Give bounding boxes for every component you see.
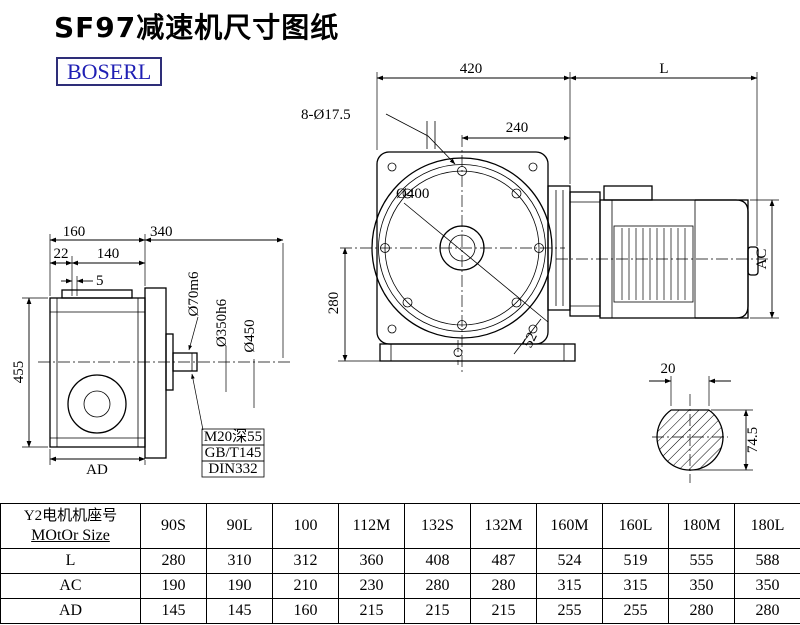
dim-AC-label: AC (754, 249, 770, 270)
motor-fins (621, 228, 686, 300)
dim-280-label: 280 (326, 292, 342, 315)
value-cell: 312 (272, 548, 339, 574)
value-cell: 215 (338, 598, 405, 624)
dim-420-label: 420 (460, 61, 483, 77)
value-cell: 280 (470, 573, 537, 599)
tap-note: M20深55 GB/T145 DIN332 (201, 428, 265, 478)
dim-400-label: Ø400 (396, 186, 429, 202)
table-row-AC: AC 190 190 210 230 280 280 315 315 350 3… (0, 573, 800, 599)
header-line-cn: Y2电机机座号 (23, 508, 118, 524)
rear-cap (747, 246, 759, 276)
size-cell: 180L (734, 503, 800, 549)
terminal-box (603, 185, 653, 201)
size-cell: 100 (272, 503, 339, 549)
value-cell: 215 (470, 598, 537, 624)
technical-drawing: 160 340 22 140 5 455 AD Ø70m6 Ø350h6 Ø45… (11, 61, 779, 483)
size-cell: 132S (404, 503, 471, 549)
value-cell: 145 (140, 598, 207, 624)
value-cell: 555 (668, 548, 735, 574)
side-top-cap (61, 289, 133, 299)
value-cell: 524 (536, 548, 603, 574)
size-cell: 160L (602, 503, 669, 549)
dim-160-label: 160 (63, 224, 86, 240)
value-cell: 315 (536, 573, 603, 599)
value-cell: 190 (140, 573, 207, 599)
dim-340-label: 340 (150, 224, 173, 240)
motor-size-header-cell: Y2电机机座号 MOtOr Size (0, 503, 141, 549)
boserl-logo-text: BOSERL (67, 59, 152, 84)
value-cell: 255 (536, 598, 603, 624)
tap-note-line1: M20深55 (204, 428, 262, 445)
value-cell: 310 (206, 548, 273, 574)
value-cell: 215 (404, 598, 471, 624)
value-cell: 350 (734, 573, 800, 599)
value-cell: 487 (470, 548, 537, 574)
motor-view: L AC (547, 61, 779, 319)
size-cell: 90S (140, 503, 207, 549)
value-cell: 315 (602, 573, 669, 599)
size-cell: 160M (536, 503, 603, 549)
dim-455-label: 455 (11, 361, 27, 384)
tap-note-line3: DIN332 (208, 461, 257, 477)
side-bore-circle (67, 374, 127, 434)
side-view: 160 340 22 140 5 455 AD Ø70m6 Ø350h6 Ø45… (11, 224, 290, 478)
value-cell: 160 (272, 598, 339, 624)
value-cell: 255 (602, 598, 669, 624)
shaft-section: 20 74.5 (649, 361, 761, 483)
value-cell: 190 (206, 573, 273, 599)
dim-AD-label: AD (86, 462, 108, 478)
row-label: AD (0, 598, 141, 624)
value-cell: 408 (404, 548, 471, 574)
dim-L-label: L (659, 61, 668, 77)
table-header-row: Y2电机机座号 MOtOr Size 90S 90L 100 112M 132S… (0, 503, 800, 549)
dim-22-label: 22 (54, 246, 69, 262)
dim-shaft-dia-label: Ø70m6 (186, 271, 202, 317)
dim-52-label: 52 (520, 330, 541, 350)
header-line-en: MOtOr Size (31, 527, 110, 544)
dim-745-label: 74.5 (745, 427, 761, 453)
front-view: Ø400 8-Ø17.5 420 240 280 52 (301, 61, 576, 372)
tap-note-line2: GB/T145 (205, 445, 262, 461)
dim-240-label: 240 (506, 120, 529, 136)
output-flange (144, 287, 167, 459)
value-cell: 588 (734, 548, 800, 574)
table-row-L: L 280 310 312 360 408 487 524 519 555 58… (0, 548, 800, 574)
page-title: SF97减速机尺寸图纸 (54, 11, 340, 44)
row-label: AC (0, 573, 141, 599)
mounting-base (379, 343, 576, 362)
size-cell: 180M (668, 503, 735, 549)
size-cell: 112M (338, 503, 405, 549)
value-cell: 280 (140, 548, 207, 574)
dim-140-label: 140 (97, 246, 120, 262)
value-cell: 360 (338, 548, 405, 574)
fin-section (613, 225, 694, 303)
motor-flange-bell (569, 191, 601, 317)
value-cell: 145 (206, 598, 273, 624)
value-cell: 519 (602, 548, 669, 574)
size-cell: 132M (470, 503, 537, 549)
motor-size-table: Y2电机机座号 MOtOr Size 90S 90L 100 112M 132S… (0, 503, 800, 624)
value-cell: 280 (404, 573, 471, 599)
value-cell: 280 (734, 598, 800, 624)
dim-5-label: 5 (96, 273, 104, 289)
value-cell: 230 (338, 573, 405, 599)
dim-flange-od-label: Ø450 (242, 319, 258, 352)
size-cell: 90L (206, 503, 273, 549)
boserl-logo: BOSERL (56, 57, 163, 86)
table-row-AD: AD 145 145 160 215 215 215 255 255 280 2… (0, 598, 800, 624)
side-housing (49, 297, 146, 448)
value-cell: 350 (668, 573, 735, 599)
dim-spigot-dia-label: Ø350h6 (214, 298, 230, 347)
dim-bolt-label: 8-Ø17.5 (301, 107, 351, 123)
row-label: L (0, 548, 141, 574)
value-cell: 280 (668, 598, 735, 624)
dim-20-label: 20 (661, 361, 676, 377)
value-cell: 210 (272, 573, 339, 599)
